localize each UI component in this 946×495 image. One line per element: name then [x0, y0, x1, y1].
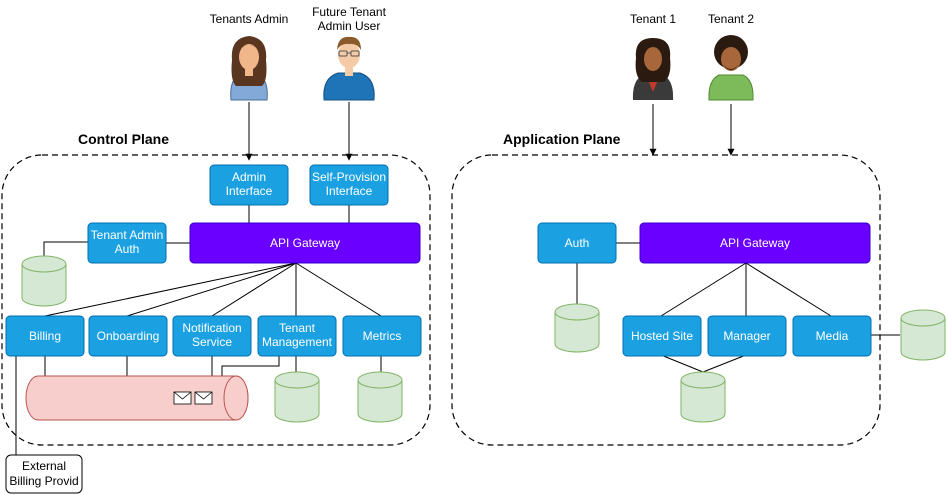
- onboarding-label: Onboarding: [97, 329, 160, 343]
- envelope-icon: [173, 391, 192, 405]
- conn-gw-onboarding: [126, 262, 297, 317]
- tenant-admin-auth-label-1: Tenant Admin: [91, 228, 164, 242]
- admin-interface-node[interactable]: Admin Interface: [209, 164, 289, 206]
- application-plane-title: Application Plane: [503, 131, 621, 147]
- self-provision-interface-node[interactable]: Self-Provision Interface: [309, 164, 389, 206]
- tenant-management-node[interactable]: Tenant Management: [257, 315, 337, 357]
- conn-tenantmgmt-queue: [221, 355, 280, 376]
- actor-label-future-tenant-line2: Admin User: [318, 19, 381, 33]
- admin-interface-label-1: Admin: [232, 170, 266, 184]
- future-tenant-admin-avatar-icon: [323, 36, 375, 101]
- control-api-gateway-node[interactable]: API Gateway: [189, 222, 421, 264]
- envelope-icon: [194, 391, 213, 405]
- tenant-auth-database-icon: [21, 255, 67, 307]
- app-auth-label: Auth: [565, 236, 590, 250]
- billing-label: Billing: [29, 329, 61, 343]
- media-label: Media: [816, 329, 849, 343]
- conn-manager-db: [702, 354, 747, 373]
- self-provision-label-2: Interface: [326, 184, 373, 198]
- metrics-label: Metrics: [363, 329, 402, 343]
- app-auth-node[interactable]: Auth: [537, 222, 617, 264]
- tenant-management-label-2: Management: [262, 335, 333, 349]
- hosted-site-label: Hosted Site: [631, 329, 693, 343]
- actor-label-tenant-1: Tenant 1: [630, 12, 676, 26]
- control-api-gateway-label: API Gateway: [270, 236, 340, 250]
- media-node[interactable]: Media: [792, 315, 872, 357]
- app-api-gateway-node[interactable]: API Gateway: [639, 222, 871, 264]
- conn-hosted-db: [660, 354, 704, 373]
- external-billing-label-1: External: [22, 459, 66, 473]
- app-auth-database-icon: [554, 303, 600, 353]
- conn-gw-metrics: [295, 262, 382, 317]
- manager-node[interactable]: Manager: [707, 315, 787, 357]
- actor-label-future-tenant-line1: Future Tenant: [312, 5, 386, 19]
- admin-interface-label-2: Interface: [226, 184, 273, 198]
- control-plane-boundary: [1, 154, 431, 446]
- notification-label-2: Service: [192, 335, 232, 349]
- control-plane-title: Control Plane: [78, 131, 169, 147]
- manager-label: Manager: [723, 329, 770, 343]
- metrics-database-icon: [357, 371, 403, 423]
- message-queue-icon: [25, 375, 249, 421]
- self-provision-label-1: Self-Provision: [312, 170, 386, 184]
- notification-service-node[interactable]: Notification Service: [172, 315, 252, 357]
- tenant-management-database-icon: [274, 371, 320, 423]
- metrics-node[interactable]: Metrics: [342, 315, 422, 357]
- app-shared-database-icon: [680, 371, 726, 423]
- tenant-admin-auth-node[interactable]: Tenant Admin Auth: [87, 222, 167, 264]
- tenant-management-label-1: Tenant: [279, 321, 316, 335]
- conn-app-gw-media: [745, 262, 832, 317]
- actor-label-tenants-admin: Tenants Admin: [210, 12, 289, 26]
- onboarding-node[interactable]: Onboarding: [88, 315, 168, 357]
- conn-gw-billing: [44, 262, 297, 317]
- actor-label-tenant-2: Tenant 2: [708, 12, 754, 26]
- tenant-2-avatar-icon: [708, 35, 754, 101]
- app-api-gateway-label: API Gateway: [720, 236, 790, 250]
- hosted-site-node[interactable]: Hosted Site: [622, 315, 702, 357]
- application-plane-boundary: [451, 154, 881, 446]
- media-database-icon: [900, 309, 946, 361]
- conn-app-gw-hosted: [660, 262, 747, 317]
- tenants-admin-avatar-icon: [230, 36, 268, 101]
- tenant-admin-auth-label-2: Auth: [115, 242, 140, 256]
- tenant-1-avatar-icon: [632, 38, 674, 100]
- external-billing-label-2: Billing Provid: [9, 474, 78, 488]
- billing-node[interactable]: Billing: [5, 315, 85, 357]
- external-billing-provider-node[interactable]: External Billing Provid: [5, 454, 83, 494]
- notification-label-1: Notification: [182, 321, 241, 335]
- conn-auth-db: [43, 241, 88, 256]
- conn-gw-notification: [211, 262, 297, 317]
